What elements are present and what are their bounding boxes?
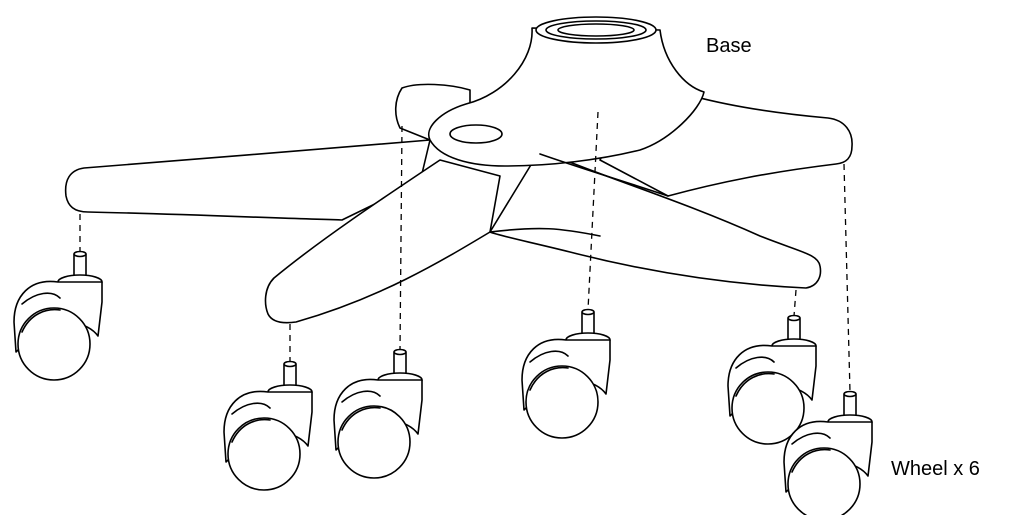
guide-line xyxy=(587,111,599,311)
caster-stem-top xyxy=(581,308,595,316)
caster-hood-edge xyxy=(231,402,271,415)
caster-stem-top xyxy=(787,314,801,322)
chair-base xyxy=(64,16,853,324)
caster-wheel-tire xyxy=(17,307,91,381)
caster-wheel-tire xyxy=(731,371,805,445)
caster-hood-edge xyxy=(791,432,831,445)
caster-hood-edge xyxy=(21,292,61,305)
base-socket-hole xyxy=(449,124,503,144)
caster-stem-top xyxy=(393,348,407,356)
wheel-label: Wheel x 6 xyxy=(891,458,980,480)
caster-wheel xyxy=(333,348,423,479)
guide-line xyxy=(843,163,851,393)
guide-line xyxy=(399,125,403,351)
caster-wheel-tire xyxy=(227,417,301,491)
caster-hood-edge xyxy=(529,350,569,363)
caster-stem-top xyxy=(843,390,857,398)
alignment-guides xyxy=(79,111,851,393)
caster-wheel xyxy=(13,250,103,381)
base-seam-2 xyxy=(489,227,601,237)
caster-wheel-rim xyxy=(231,418,271,443)
base-arm-front-right xyxy=(489,149,822,289)
caster-wheel xyxy=(783,390,873,520)
caster-wheel-tire xyxy=(337,405,411,479)
caster-wheels xyxy=(13,250,873,520)
caster-hood-edge xyxy=(341,390,381,403)
caster-stem-top xyxy=(73,250,87,258)
caster-wheel xyxy=(521,308,611,439)
caster-wheel-rim xyxy=(735,372,775,397)
base-seam-1 xyxy=(539,153,669,197)
base-label: Base xyxy=(706,35,752,57)
caster-wheel xyxy=(727,314,817,445)
guide-line xyxy=(793,289,797,317)
caster-stem-top xyxy=(283,360,297,368)
caster-wheel-rim xyxy=(341,406,381,431)
caster-wheel-rim xyxy=(791,448,831,473)
caster-wheel xyxy=(223,360,313,491)
caster-wheel-rim xyxy=(529,366,569,391)
caster-wheel-tire xyxy=(525,365,599,439)
caster-wheel-rim xyxy=(21,308,61,333)
base-arm-front-left xyxy=(264,159,501,324)
caster-hood-edge xyxy=(735,356,775,369)
base-top-ring-hole xyxy=(557,23,635,37)
caster-wheel-tire xyxy=(787,447,861,520)
base-arm-left xyxy=(64,139,431,221)
